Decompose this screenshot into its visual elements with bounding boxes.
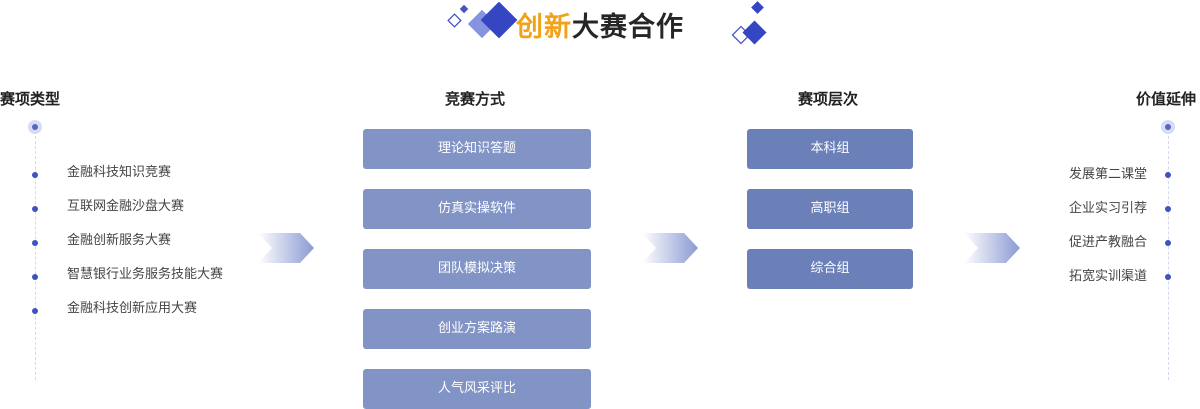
diamond-cluster-right-icon bbox=[731, 1, 767, 45]
bullet bbox=[32, 308, 38, 314]
list-item-value: 促进产教融合 bbox=[1069, 235, 1148, 250]
bullet bbox=[32, 240, 38, 246]
timeline-node-right bbox=[1161, 120, 1175, 134]
chevron-arrow-icon bbox=[964, 233, 1020, 263]
timeline-node-left bbox=[28, 120, 42, 134]
list-item-type: 智慧银行业务服务技能大赛 bbox=[67, 267, 224, 282]
header-types: 赛项类型 bbox=[0, 90, 61, 108]
list-item-type: 互联网金融沙盘大赛 bbox=[67, 199, 185, 214]
header-modes: 竞赛方式 bbox=[445, 90, 506, 108]
header-values: 价值延伸 bbox=[1136, 90, 1197, 108]
mode-box: 团队模拟决策 bbox=[363, 249, 591, 289]
bullet bbox=[32, 206, 38, 212]
level-box: 高职组 bbox=[747, 189, 913, 229]
diamond-cluster-left-icon bbox=[447, 2, 518, 39]
bullet bbox=[1165, 172, 1171, 178]
mode-box: 人气风采评比 bbox=[363, 369, 591, 409]
list-item-type: 金融科技知识竞赛 bbox=[67, 165, 172, 180]
list-item-value: 发展第二课堂 bbox=[1069, 167, 1148, 182]
bullet bbox=[1165, 240, 1171, 246]
list-item-type: 金融科技创新应用大赛 bbox=[67, 301, 198, 316]
bullet bbox=[1165, 274, 1171, 280]
mode-box: 理论知识答题 bbox=[363, 129, 591, 169]
mode-box: 仿真实操软件 bbox=[363, 189, 591, 229]
chevron-arrow-icon bbox=[258, 233, 314, 263]
page-title: 创新大赛合作 bbox=[0, 8, 1200, 48]
title-accent: 创新 bbox=[516, 12, 572, 43]
list-item-value: 拓宽实训渠道 bbox=[1069, 269, 1148, 284]
level-box: 本科组 bbox=[747, 129, 913, 169]
bullet bbox=[1165, 206, 1171, 212]
header-levels: 赛项层次 bbox=[798, 90, 859, 108]
bullet bbox=[32, 172, 38, 178]
title-rest: 大赛合作 bbox=[572, 12, 684, 43]
bullet bbox=[32, 274, 38, 280]
list-item-type: 金融创新服务大赛 bbox=[67, 233, 172, 248]
mode-box: 创业方案路演 bbox=[363, 309, 591, 349]
timeline-line-right bbox=[1168, 136, 1169, 380]
level-box: 综合组 bbox=[747, 249, 913, 289]
list-item-value: 企业实习引荐 bbox=[1069, 201, 1148, 216]
chevron-arrow-icon bbox=[642, 233, 698, 263]
timeline-line-left bbox=[35, 136, 36, 380]
